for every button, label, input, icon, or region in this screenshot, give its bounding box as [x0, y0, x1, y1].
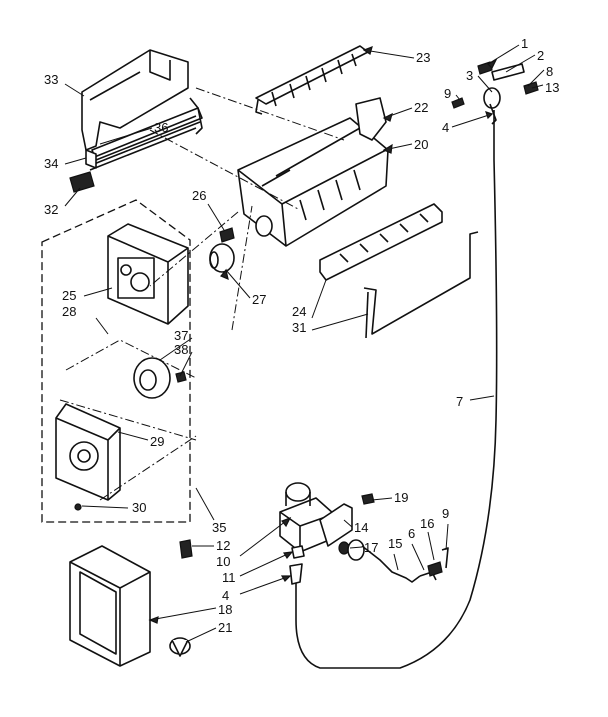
callout-20: 20 [414, 137, 428, 152]
callout-14: 14 [354, 520, 368, 535]
callout-3: 3 [466, 68, 473, 83]
part-30-screw [74, 503, 82, 511]
part-14-bracket [319, 503, 353, 547]
callout-9a: 9 [444, 86, 451, 101]
part-19-screw [361, 493, 375, 505]
part-10-water-valve [279, 482, 335, 553]
part-26-screw [219, 227, 235, 243]
leader-lines [64, 44, 545, 643]
callout-11: 11 [222, 570, 236, 585]
callout-17: 17 [364, 540, 378, 555]
part-18-cover-box [69, 545, 151, 667]
callout-2: 2 [537, 48, 544, 63]
part-32-clip [69, 171, 95, 193]
callout-7: 7 [456, 394, 463, 409]
callout-32: 32 [44, 202, 58, 217]
part-20-ice-mold [237, 117, 389, 247]
callout-19: 19 [394, 490, 408, 505]
callout-27: 27 [252, 292, 266, 307]
callout-1: 1 [521, 36, 528, 51]
leader-arrowheads [148, 46, 498, 624]
callout-25: 25 [62, 288, 76, 303]
callout-24: 24 [292, 304, 306, 319]
callout-28: 28 [62, 304, 76, 319]
part-15-inlet-fitting [347, 539, 421, 583]
callout-4b: 4 [222, 588, 229, 603]
module-assembly-line [59, 339, 197, 501]
part-24-stripper [319, 203, 443, 281]
part-21-knob [169, 637, 191, 657]
part-22-mold-cover [355, 97, 387, 141]
callout-37: 37 [174, 328, 188, 343]
callout-10: 10 [216, 554, 230, 569]
part-4b-sleeve [289, 563, 303, 585]
callout-34: 34 [44, 156, 58, 171]
part-7-water-tube [295, 110, 498, 669]
callout-29: 29 [150, 434, 164, 449]
part-31-ejector-wire [363, 231, 479, 339]
callout-9b: 9 [442, 506, 449, 521]
callout-30: 30 [132, 500, 146, 515]
callout-16: 16 [420, 516, 434, 531]
part-27-switch [209, 243, 235, 273]
part-16-nut [427, 561, 443, 577]
callout-12: 12 [216, 538, 230, 553]
part-34-bracket [85, 149, 97, 169]
callout-18: 18 [218, 602, 232, 617]
part-25-control-housing [107, 223, 189, 325]
callout-38: 38 [174, 342, 188, 357]
callout-33: 33 [44, 72, 58, 87]
callout-6: 6 [408, 526, 415, 541]
callout-21: 21 [218, 620, 232, 635]
part-35-module-group-border [41, 199, 191, 523]
callout-15: 15 [388, 536, 402, 551]
callout-22: 22 [414, 100, 428, 115]
part-9b-clip [441, 547, 449, 569]
callout-35: 35 [212, 520, 226, 535]
fill-tube-fittings [451, 61, 539, 125]
callout-13: 13 [545, 80, 559, 95]
part-23-rake [255, 45, 369, 115]
callout-26: 26 [192, 188, 206, 203]
part-33-cover [81, 49, 189, 151]
assembly-centerline [149, 87, 345, 331]
part-29-mounting-plate [55, 403, 121, 501]
part-11-grommet [291, 545, 305, 559]
callout-36: 36 [154, 120, 168, 135]
callout-23: 23 [416, 50, 430, 65]
callout-8: 8 [546, 64, 553, 79]
callout-4a: 4 [442, 120, 449, 135]
callout-labels: 1 2 8 3 13 9 4 23 22 20 33 36 34 32 26 2… [44, 36, 559, 635]
part-37-motor [133, 357, 171, 399]
part-12-clip [179, 539, 193, 559]
callout-31: 31 [292, 320, 306, 335]
